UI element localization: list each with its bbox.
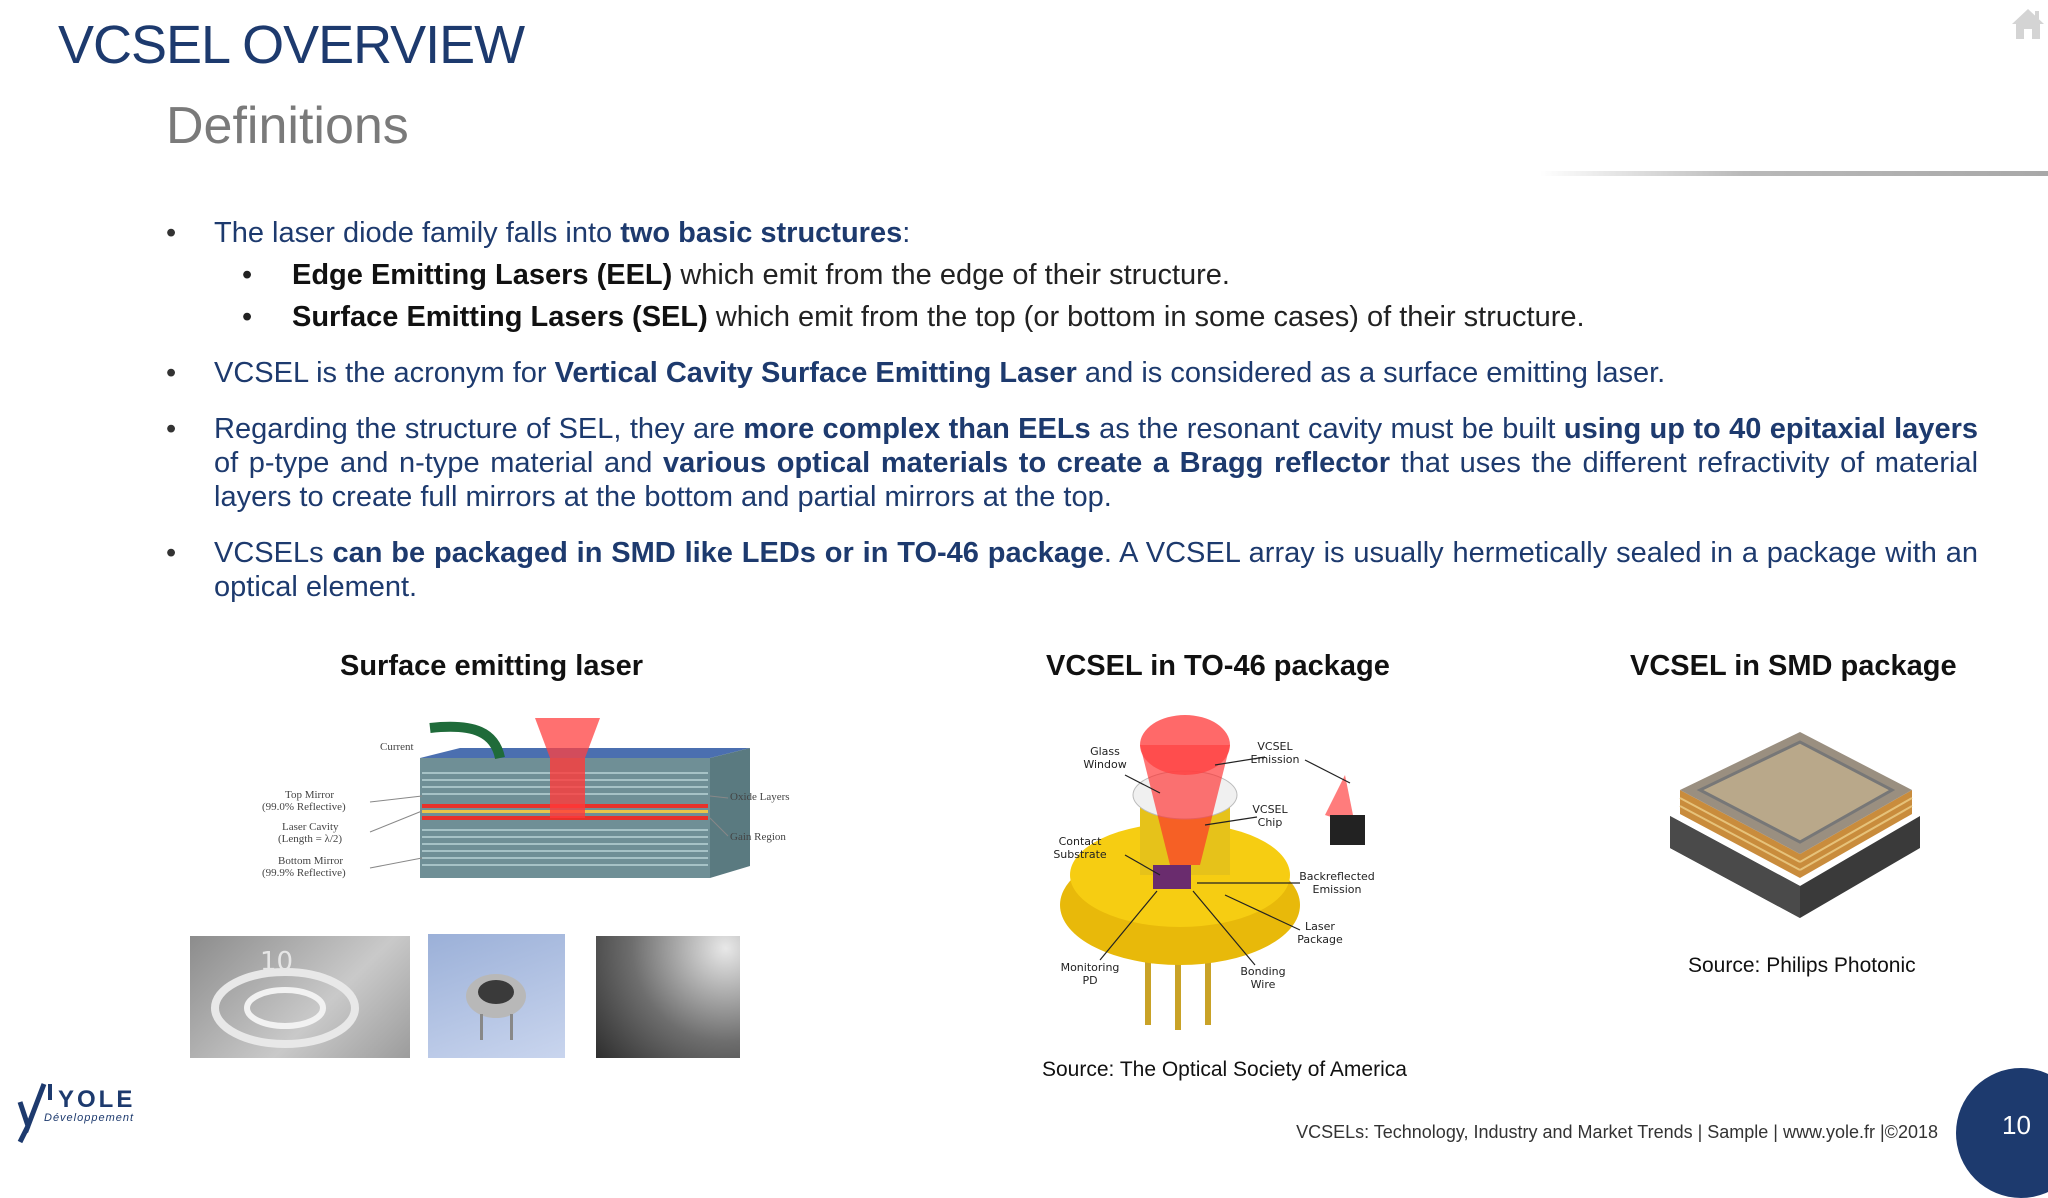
- label-top-mirror: Top Mirror: [285, 789, 334, 801]
- label-vcsel-chip-1: VCSEL: [1252, 803, 1288, 816]
- label-laser: Laser: [1305, 920, 1335, 933]
- sub-bullet-bold: Surface Emitting Lasers (SEL): [292, 301, 708, 333]
- label-backreflected-emission: Emission: [1313, 883, 1362, 896]
- bullet-text: :: [902, 217, 911, 249]
- yole-logo-mark: [17, 1083, 52, 1144]
- bullet-list: The laser diode family falls into two ba…: [160, 216, 1978, 626]
- source-philips: Source: Philips Photonic: [1688, 954, 1916, 977]
- label-window: Window: [1083, 758, 1126, 771]
- label-laser-cavity-length: (Length = λ/2): [278, 833, 342, 845]
- label-vcsel-chip-2: Chip: [1258, 816, 1283, 829]
- label-contact: Contact: [1059, 835, 1102, 848]
- caption-surface-emitting-laser: Surface emitting laser: [340, 650, 643, 682]
- photo-vcsel-sem: 10: [190, 936, 410, 1058]
- bullet-bold: Vertical Cavity Surface Emitting Laser: [554, 357, 1077, 389]
- label-vcsel-emission-2: Emission: [1251, 753, 1300, 766]
- label-package: Package: [1297, 933, 1343, 946]
- bullet-vcsel-acronym: VCSEL is the acronym for Vertical Cavity…: [160, 356, 1978, 390]
- label-bottom-mirror-reflect: (99.9% Reflective): [262, 867, 346, 879]
- caption-smd-package: VCSEL in SMD package: [1630, 650, 1957, 682]
- caption-to46-package: VCSEL in TO-46 package: [1046, 650, 1390, 682]
- sel-diagram: Current Top Mirror (99.0% Reflective) La…: [262, 718, 790, 879]
- sub-bullet-bold: Edge Emitting Lasers (EEL): [292, 259, 673, 291]
- label-backreflected: Backreflected: [1299, 870, 1375, 883]
- bullet-bold: using up to 40 epitaxial layers: [1563, 413, 1978, 445]
- sub-bullet-text: which emit from the edge of their struct…: [672, 259, 1230, 291]
- bullet-packaging: VCSELs can be packaged in SMD like LEDs …: [160, 536, 1978, 604]
- label-glass: Glass: [1090, 745, 1120, 758]
- bullet-sel-structure: Regarding the structure of SEL, they are…: [160, 412, 1978, 514]
- page-number: 10: [2002, 1110, 2031, 1140]
- yole-logo: YOLE Développement: [14, 1076, 154, 1146]
- label-oxide-layers: Oxide Layers: [730, 791, 790, 803]
- photo-label: 10: [260, 947, 293, 977]
- label-bottom-mirror: Bottom Mirror: [278, 855, 343, 867]
- bullet-text: and is considered as a surface emitting …: [1076, 357, 1666, 389]
- label-current: Current: [380, 741, 414, 753]
- label-bonding: Bonding: [1240, 965, 1285, 978]
- bullet-bold: more complex than EELs: [743, 413, 1091, 445]
- label-top-mirror-reflect: (99.0% Reflective): [262, 801, 346, 813]
- bullet-text: The laser diode family falls into: [214, 217, 621, 249]
- label-pd: PD: [1082, 974, 1097, 987]
- bullet-text: VCSELs: [214, 537, 333, 569]
- photo-vcsel-sem-closeup: [596, 936, 740, 1058]
- smd-package-image: [1670, 732, 1920, 918]
- bullet-text: . A VCSEL array is usually hermetically …: [214, 537, 1978, 603]
- label-laser-cavity: Laser Cavity: [282, 821, 339, 833]
- slide-title: VCSEL OVERVIEW: [58, 15, 525, 75]
- bullet-text: of p-type and n-type material and: [214, 447, 663, 479]
- bullet-bold: two basic structures: [620, 217, 903, 249]
- label-gain-region: Gain Region: [730, 831, 786, 843]
- sub-bullet-sel: Surface Emitting Lasers (SEL) which emit…: [160, 300, 1978, 334]
- bullet-bold: can be packaged in SMD like LEDs or in T…: [332, 537, 1104, 569]
- bullet-two-structures: The laser diode family falls into two ba…: [160, 216, 1978, 250]
- bullet-text: Regarding the structure of SEL, they are: [214, 413, 744, 445]
- page-number-badge: 10: [1956, 1068, 2048, 1198]
- label-substrate: Substrate: [1053, 848, 1107, 861]
- label-monitoring: Monitoring: [1061, 961, 1120, 974]
- bullet-text: VCSEL is the acronym for: [214, 357, 555, 389]
- label-vcsel-emission-1: VCSEL: [1257, 740, 1293, 753]
- logo-subtext: Développement: [44, 1112, 135, 1124]
- bullet-bold: various optical materials to create a Br…: [662, 447, 1391, 479]
- sub-bullet-eel: Edge Emitting Lasers (EEL) which emit fr…: [160, 258, 1978, 292]
- source-osa: Source: The Optical Society of America: [1042, 1058, 1407, 1081]
- bullet-text: as the resonant cavity must be built: [1090, 413, 1564, 445]
- home-icon[interactable]: [2008, 4, 2048, 44]
- to46-diagram: Glass Window VCSEL Emission VCSEL Chip C…: [1053, 715, 1375, 1030]
- sub-bullet-text: which emit from the top (or bottom in so…: [707, 301, 1585, 333]
- header-divider: [1540, 171, 2048, 176]
- footer-text: VCSELs: Technology, Industry and Market …: [1296, 1122, 1938, 1142]
- label-wire: Wire: [1251, 978, 1276, 991]
- bullet-text: that uses the different refractivity of …: [214, 447, 1979, 513]
- logo-text: YOLE: [58, 1086, 136, 1113]
- slide-subtitle: Definitions: [166, 97, 409, 155]
- photo-to-can: [428, 934, 565, 1058]
